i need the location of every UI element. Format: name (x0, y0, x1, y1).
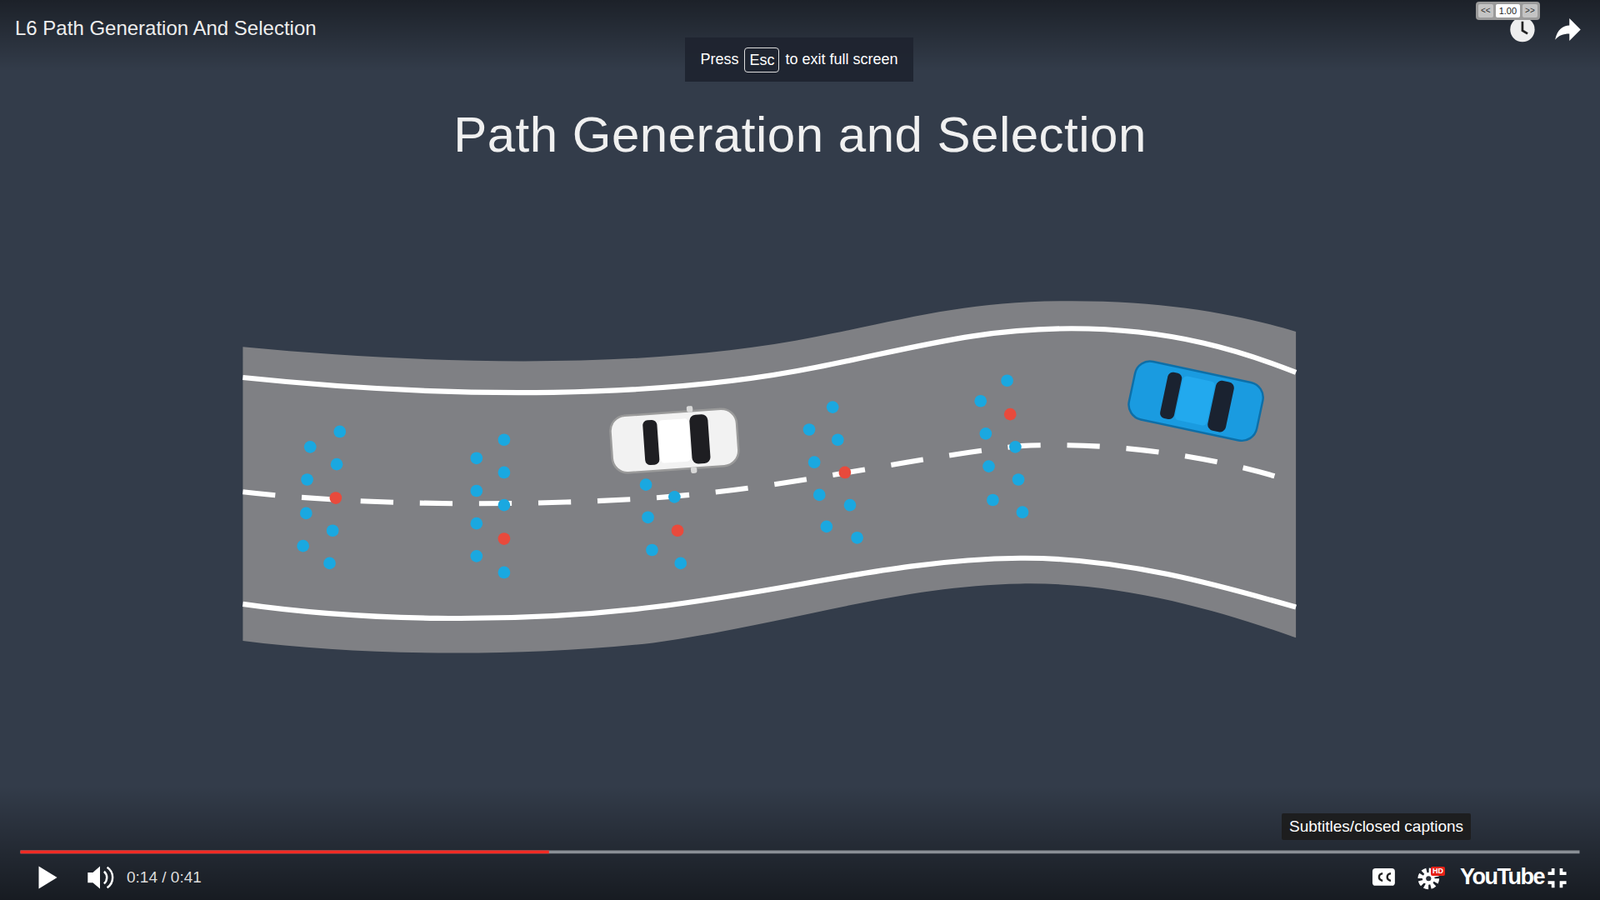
white-car (609, 402, 740, 479)
cc-glyph (1379, 873, 1391, 881)
car-roof (1174, 375, 1216, 427)
point (820, 520, 833, 533)
point (498, 499, 511, 512)
point (470, 517, 483, 530)
slide-title: Path Generation and Selection (0, 105, 1600, 165)
point (839, 466, 852, 480)
point (982, 460, 995, 473)
car-body (609, 407, 740, 474)
top-shade (0, 0, 1600, 72)
cc-icon (1372, 868, 1395, 886)
point (296, 540, 310, 553)
point (986, 494, 1000, 507)
car-window (689, 414, 711, 465)
node-text: to exit full screen (785, 50, 898, 69)
road-edge-line (242, 558, 1296, 619)
lane-divider (242, 445, 1296, 504)
youtube-logo: YouTube (1460, 863, 1545, 890)
point (498, 532, 511, 545)
node-text: Press (700, 50, 739, 69)
road (242, 300, 1296, 653)
point (640, 478, 653, 491)
point (645, 544, 659, 557)
play-icon (39, 866, 58, 890)
time-display: 0:14 / 0:41 (126, 867, 202, 888)
clock-hands (1522, 21, 1528, 35)
point (850, 531, 864, 545)
point (674, 557, 687, 570)
candidate-points (296, 374, 1029, 579)
car-body (1125, 358, 1266, 444)
tooltip: Subtitles/closed captions (1281, 813, 1471, 840)
point (831, 433, 845, 446)
node-text: Esc (749, 51, 775, 69)
point (470, 451, 483, 465)
point (498, 466, 511, 480)
point (333, 425, 346, 439)
volume-icon (87, 866, 100, 890)
progress-played (20, 850, 549, 855)
point (1004, 408, 1017, 421)
point (668, 490, 681, 504)
node-text: >> (1522, 4, 1538, 18)
fullscreen-toast: Press to exit full screen Esc (685, 37, 913, 82)
point (330, 491, 343, 505)
key-cap: Esc (744, 47, 780, 73)
point (323, 557, 336, 570)
node-text: 1.00 (1495, 4, 1520, 18)
selected-points (330, 408, 1017, 545)
point (813, 489, 826, 502)
progress-track (20, 850, 1580, 855)
car-roof (657, 418, 691, 464)
point (803, 423, 816, 436)
point (844, 499, 857, 512)
point (1012, 473, 1025, 486)
point (498, 433, 511, 446)
speed-control: <<1.00>> (1475, 1, 1540, 20)
point (808, 455, 821, 469)
watch-later-icon (1510, 17, 1535, 42)
point (326, 524, 340, 537)
share-icon (1555, 18, 1581, 41)
point (330, 458, 344, 471)
point (470, 485, 483, 498)
node-text: << (1478, 4, 1494, 18)
point (470, 550, 483, 563)
car-mirror (690, 466, 698, 474)
bottom-shade (0, 785, 1600, 900)
exit-fullscreen-icon (1548, 868, 1567, 888)
point (498, 566, 511, 580)
point (980, 427, 993, 440)
blue-car (1125, 358, 1266, 444)
video-title: L6 Path Generation And Selection (15, 16, 317, 40)
point (641, 510, 655, 524)
node-text: Subtitles/closed captions (1289, 817, 1464, 835)
point (304, 440, 317, 454)
point (826, 400, 840, 414)
car-window (642, 419, 660, 465)
point (300, 507, 313, 520)
point (671, 524, 685, 537)
settings-gear (1425, 875, 1431, 881)
point (974, 395, 987, 408)
point (1009, 440, 1022, 454)
hd-badge: HD (1430, 866, 1445, 876)
car-mirror (686, 405, 694, 413)
point (1000, 374, 1014, 387)
point (1016, 505, 1030, 519)
volume-waves (104, 867, 113, 888)
point (300, 473, 314, 486)
